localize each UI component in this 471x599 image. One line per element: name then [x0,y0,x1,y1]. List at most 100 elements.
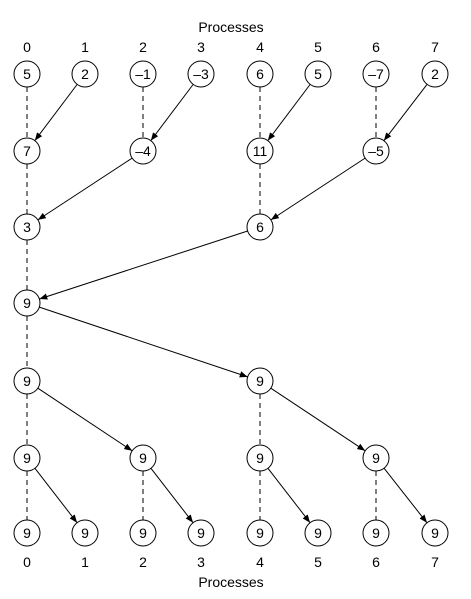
process-label-bottom-0: 0 [23,554,31,570]
node-r6p1: 9 [71,519,99,547]
node-value: –3 [193,66,209,82]
node-value: 9 [256,525,264,541]
node-circle [362,60,390,88]
node-value: 9 [139,450,147,466]
node-circle [246,367,274,395]
process-label-bottom-2: 2 [139,554,147,570]
node-r0p1: 2 [71,60,99,88]
node-value: 6 [256,66,264,82]
node-r2p0: 3 [13,213,41,241]
node-r0p4: 6 [246,60,274,88]
node-value: 2 [431,66,439,82]
node-value: –4 [135,143,151,159]
node-r0p0: 5 [13,60,41,88]
node-circle [304,60,332,88]
node-value: 5 [314,66,322,82]
node-circle [246,137,274,165]
bottom-title: Processes [198,574,263,590]
node-value: 9 [256,450,264,466]
message-arrow [34,467,78,524]
node-r0p6: –7 [362,60,390,88]
node-circle [13,444,41,472]
node-value: 9 [431,525,439,541]
node-value: –1 [135,66,151,82]
node-value: 6 [256,219,264,235]
node-value: 9 [314,525,322,541]
process-label-top-2: 2 [139,39,147,55]
top-title: Processes [198,19,263,35]
links-layer [26,84,428,524]
node-circle [421,60,449,88]
process-label-bottom-1: 1 [81,554,89,570]
node-value: 9 [23,450,31,466]
node-r1p4: 11 [246,137,274,165]
node-value: 9 [81,525,89,541]
node-value: –5 [368,143,384,159]
process-label-bottom-5: 5 [314,554,322,570]
node-value: –7 [368,66,384,82]
node-r6p0: 9 [13,519,41,547]
node-circle [71,519,99,547]
node-r4p4: 9 [246,367,274,395]
node-circle [362,519,390,547]
message-arrow [270,387,366,452]
process-label-bottom-6: 6 [372,554,380,570]
node-circle [13,60,41,88]
message-arrow [267,84,311,141]
node-value: 9 [23,295,31,311]
message-arrow [39,230,248,300]
node-value: 11 [253,143,268,159]
message-arrow [383,84,428,141]
node-circle [304,519,332,547]
node-r0p2: –1 [129,60,157,88]
node-r5p6: 9 [362,444,390,472]
node-circle [362,137,390,165]
message-arrow [150,84,194,141]
node-value: 9 [197,525,205,541]
message-arrow [37,387,133,452]
node-circle [13,137,41,165]
process-label-bottom-3: 3 [197,554,205,570]
node-r0p3: –3 [187,60,215,88]
node-r3p0: 9 [13,289,41,317]
bottom-process-labels: 0 1 2 3 4 5 6 7 [23,554,439,570]
process-label-top-0: 0 [23,39,31,55]
message-arrow [150,467,194,524]
node-circle [129,137,157,165]
process-label-bottom-4: 4 [256,554,264,570]
node-value: 9 [256,373,264,389]
node-circle [246,60,274,88]
process-label-top-1: 1 [81,39,89,55]
node-r0p7: 2 [421,60,449,88]
node-circle [13,519,41,547]
node-r1p2: –4 [129,137,157,165]
node-circle [129,444,157,472]
message-arrow [34,84,78,141]
nodes-layer: 5 2 –1 –3 6 5 –7 2 7 –4 11 –5 3 6 9 9 9 9 9 9 9 9 9 9 9 9 9 9 9 [13,60,449,547]
node-circle [13,213,41,241]
message-arrow [37,157,133,221]
message-arrow [383,467,428,524]
node-r6p7: 9 [421,519,449,547]
node-circle [362,444,390,472]
message-arrow [267,467,311,524]
node-r6p6: 9 [362,519,390,547]
node-circle [246,519,274,547]
process-label-bottom-7: 7 [431,554,439,570]
node-value: 9 [372,450,380,466]
node-circle [246,444,274,472]
node-value: 3 [23,219,31,235]
node-r1p0: 7 [13,137,41,165]
node-r6p5: 9 [304,519,332,547]
node-value: 9 [139,525,147,541]
node-value: 9 [23,373,31,389]
node-r0p5: 5 [304,60,332,88]
node-circle [129,60,157,88]
message-arrow [39,306,248,378]
node-value: 9 [372,525,380,541]
node-value: 9 [23,525,31,541]
process-label-top-5: 5 [314,39,322,55]
node-circle [13,289,41,317]
node-circle [421,519,449,547]
